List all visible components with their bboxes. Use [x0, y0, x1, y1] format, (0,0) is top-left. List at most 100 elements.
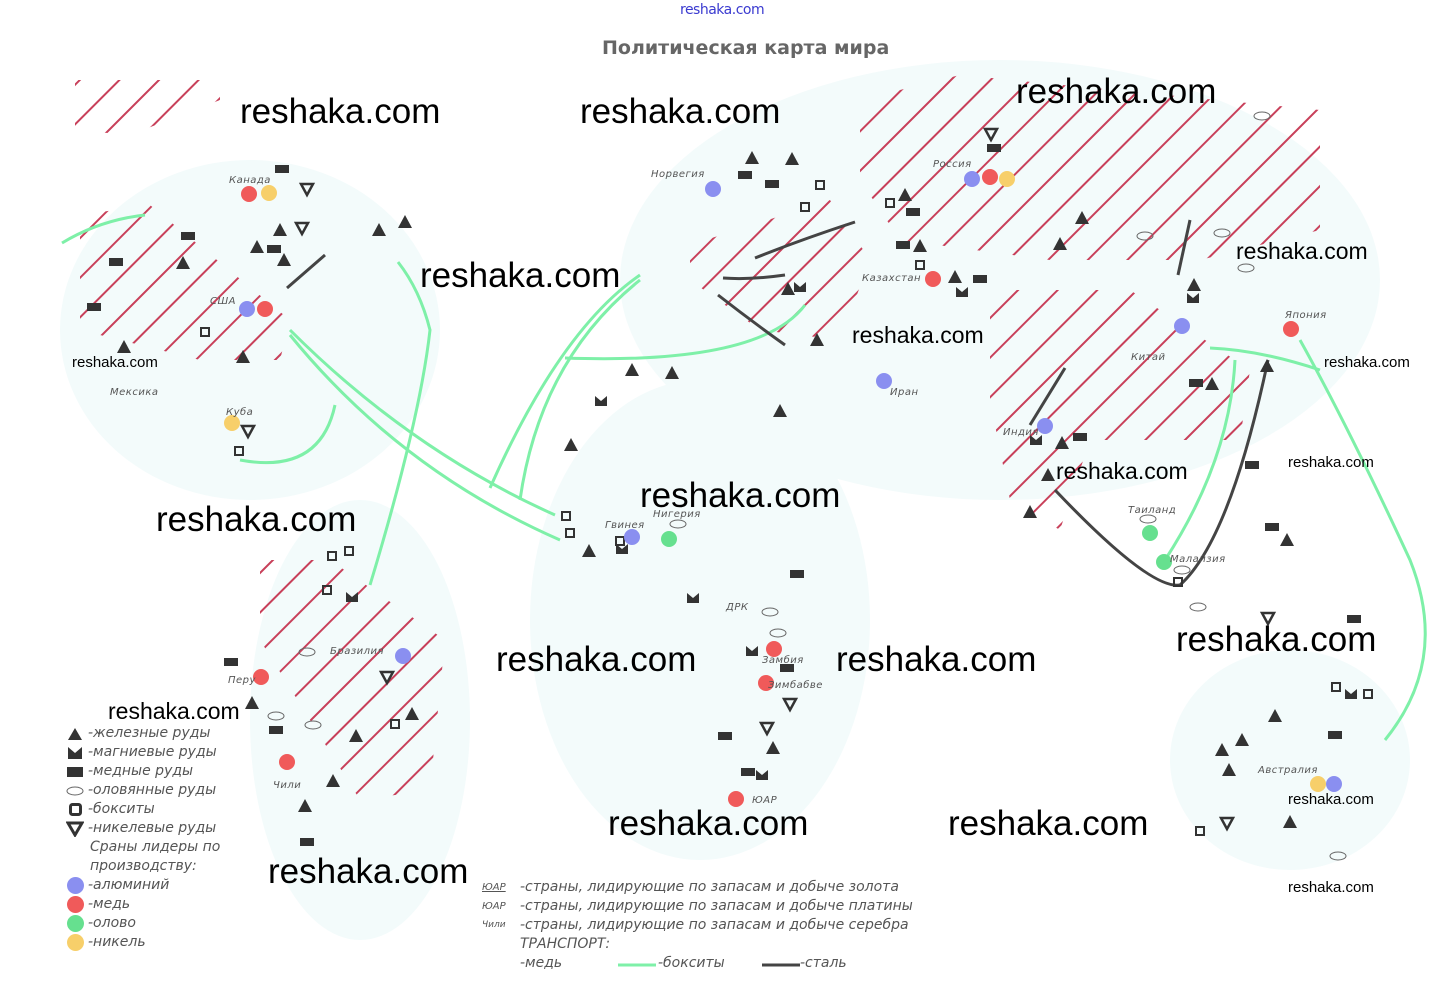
iron-ore-icon	[1260, 359, 1274, 372]
iron-ore-icon	[405, 707, 419, 720]
magnesium-ore-icon	[595, 396, 607, 406]
legend-label: -бокситы	[658, 955, 725, 971]
legend-label: -страны, лидирующие по запасам и добыче …	[520, 917, 909, 933]
production-leader-dot-icon	[705, 181, 721, 197]
watermark: reshaka.com	[496, 640, 697, 679]
copper-ore-icon	[109, 258, 123, 266]
production-leader-dot-icon	[1142, 525, 1158, 541]
legend-label: -медные руды	[88, 763, 194, 779]
iron-ore-icon	[326, 774, 340, 787]
site-link[interactable]: reshaka.com	[680, 2, 765, 18]
legend-metals-transport: ЮАР -страны, лидирующие по запасам и добы…	[482, 878, 913, 973]
iron-ore-icon	[781, 282, 795, 295]
watermark: reshaka.com	[240, 92, 441, 131]
bauxite-icon	[885, 198, 895, 208]
production-leader-dot-icon	[1037, 418, 1053, 434]
country-label: Канада	[229, 175, 271, 186]
country-label: Зимбабве	[768, 680, 823, 691]
country-label: Перу	[228, 675, 256, 686]
production-leader-dot-icon	[224, 415, 240, 431]
legend-label: -страны, лидирующие по запасам и добыче …	[520, 898, 913, 914]
legend-label: -оловянные руды	[88, 782, 217, 798]
legend-abbr: ЮАР	[482, 882, 506, 893]
iron-ore-icon	[250, 240, 264, 253]
magnesium-ore-icon	[1187, 293, 1199, 303]
copper-ore-icon	[1328, 731, 1342, 739]
watermark: reshaka.com	[1176, 620, 1377, 659]
iron-ore-icon	[1222, 763, 1236, 776]
copper-ore-icon	[741, 768, 755, 776]
production-leader-dot-icon	[1310, 776, 1326, 792]
legend-label: -медь	[520, 955, 563, 971]
production-leader-dot-icon	[279, 754, 295, 770]
copper-ore-icon	[1073, 433, 1087, 441]
nickel-ore-icon	[298, 182, 316, 198]
production-leader-dot-icon	[982, 169, 998, 185]
resource-symbols	[87, 111, 1373, 861]
tin-ore-icon	[1329, 851, 1347, 861]
bauxite-icon	[1195, 826, 1205, 836]
legend-abbr: Чили	[482, 920, 506, 930]
watermark: reshaka.com	[1288, 791, 1374, 808]
bauxite-icon	[390, 719, 400, 729]
tin-ore-icon	[1237, 263, 1255, 273]
country-label: США	[210, 296, 237, 307]
production-leader-dot-icon	[1156, 554, 1172, 570]
country-label: Австралия	[1258, 765, 1318, 776]
bauxite-icon	[915, 260, 925, 270]
watermark: reshaka.com	[420, 256, 621, 295]
magnesium-ore-icon	[346, 592, 358, 602]
tin-ore-icon	[1189, 602, 1207, 612]
tin-ore-icon	[267, 711, 285, 721]
country-label: Китай	[1131, 352, 1166, 363]
legend-label: -страны, лидирующие по запасам и добыче …	[520, 879, 899, 895]
bauxite-icon	[344, 546, 354, 556]
iron-ore-icon	[1205, 377, 1219, 390]
copper-ore-icon	[987, 144, 1001, 152]
bauxite-icon	[322, 585, 332, 595]
iron-ore-icon	[1055, 436, 1069, 449]
watermark: reshaka.com	[1288, 454, 1374, 471]
iron-ore-icon	[273, 223, 287, 236]
production-leader-dot-icon	[999, 171, 1015, 187]
bauxite-icon	[615, 536, 625, 546]
nickel-dot-icon	[66, 934, 84, 951]
copper-ore-icon	[62, 766, 88, 777]
bauxite-icon	[327, 551, 337, 561]
iron-ore-icon	[1023, 505, 1037, 518]
production-leader-dot-icon	[624, 529, 640, 545]
legend-label: -бокситы	[88, 801, 155, 817]
magnesium-ore-icon	[62, 746, 88, 759]
legend-label: -никель	[88, 934, 146, 950]
watermark: reshaka.com	[580, 92, 781, 131]
iron-ore-icon	[1053, 237, 1067, 250]
country-label: Россия	[933, 159, 972, 170]
iron-ore-icon	[665, 366, 679, 379]
magnesium-ore-icon	[756, 770, 768, 780]
tin-ore-icon	[761, 607, 779, 617]
legend-label: -медь	[88, 896, 131, 912]
iron-ore-icon	[913, 239, 927, 252]
legend-ores: -железные руды -магниевые руды -медные р…	[62, 724, 220, 952]
iron-ore-icon	[810, 333, 824, 346]
watermark: reshaka.com	[108, 698, 240, 724]
production-leader-dot-icon	[661, 531, 677, 547]
iron-ore-icon	[298, 799, 312, 812]
legend-label: -железные руды	[88, 725, 211, 741]
country-label: Нигерия	[653, 509, 701, 520]
country-label: Мексика	[110, 387, 159, 398]
production-leader-dot-icon	[395, 648, 411, 664]
nickel-ore-icon	[781, 697, 799, 713]
tin-ore-icon	[1173, 565, 1191, 575]
bauxite-icon	[234, 446, 244, 456]
iron-ore-icon	[245, 696, 259, 709]
iron-ore-icon	[564, 438, 578, 451]
production-leader-dot-icon	[253, 669, 269, 685]
iron-ore-icon	[349, 729, 363, 742]
tin-dot-icon	[66, 915, 84, 932]
iron-ore-icon	[176, 256, 190, 269]
production-leader-dot-icon	[1283, 321, 1299, 337]
copper-ore-icon	[1245, 461, 1259, 469]
tin-ore-icon	[1253, 111, 1271, 121]
